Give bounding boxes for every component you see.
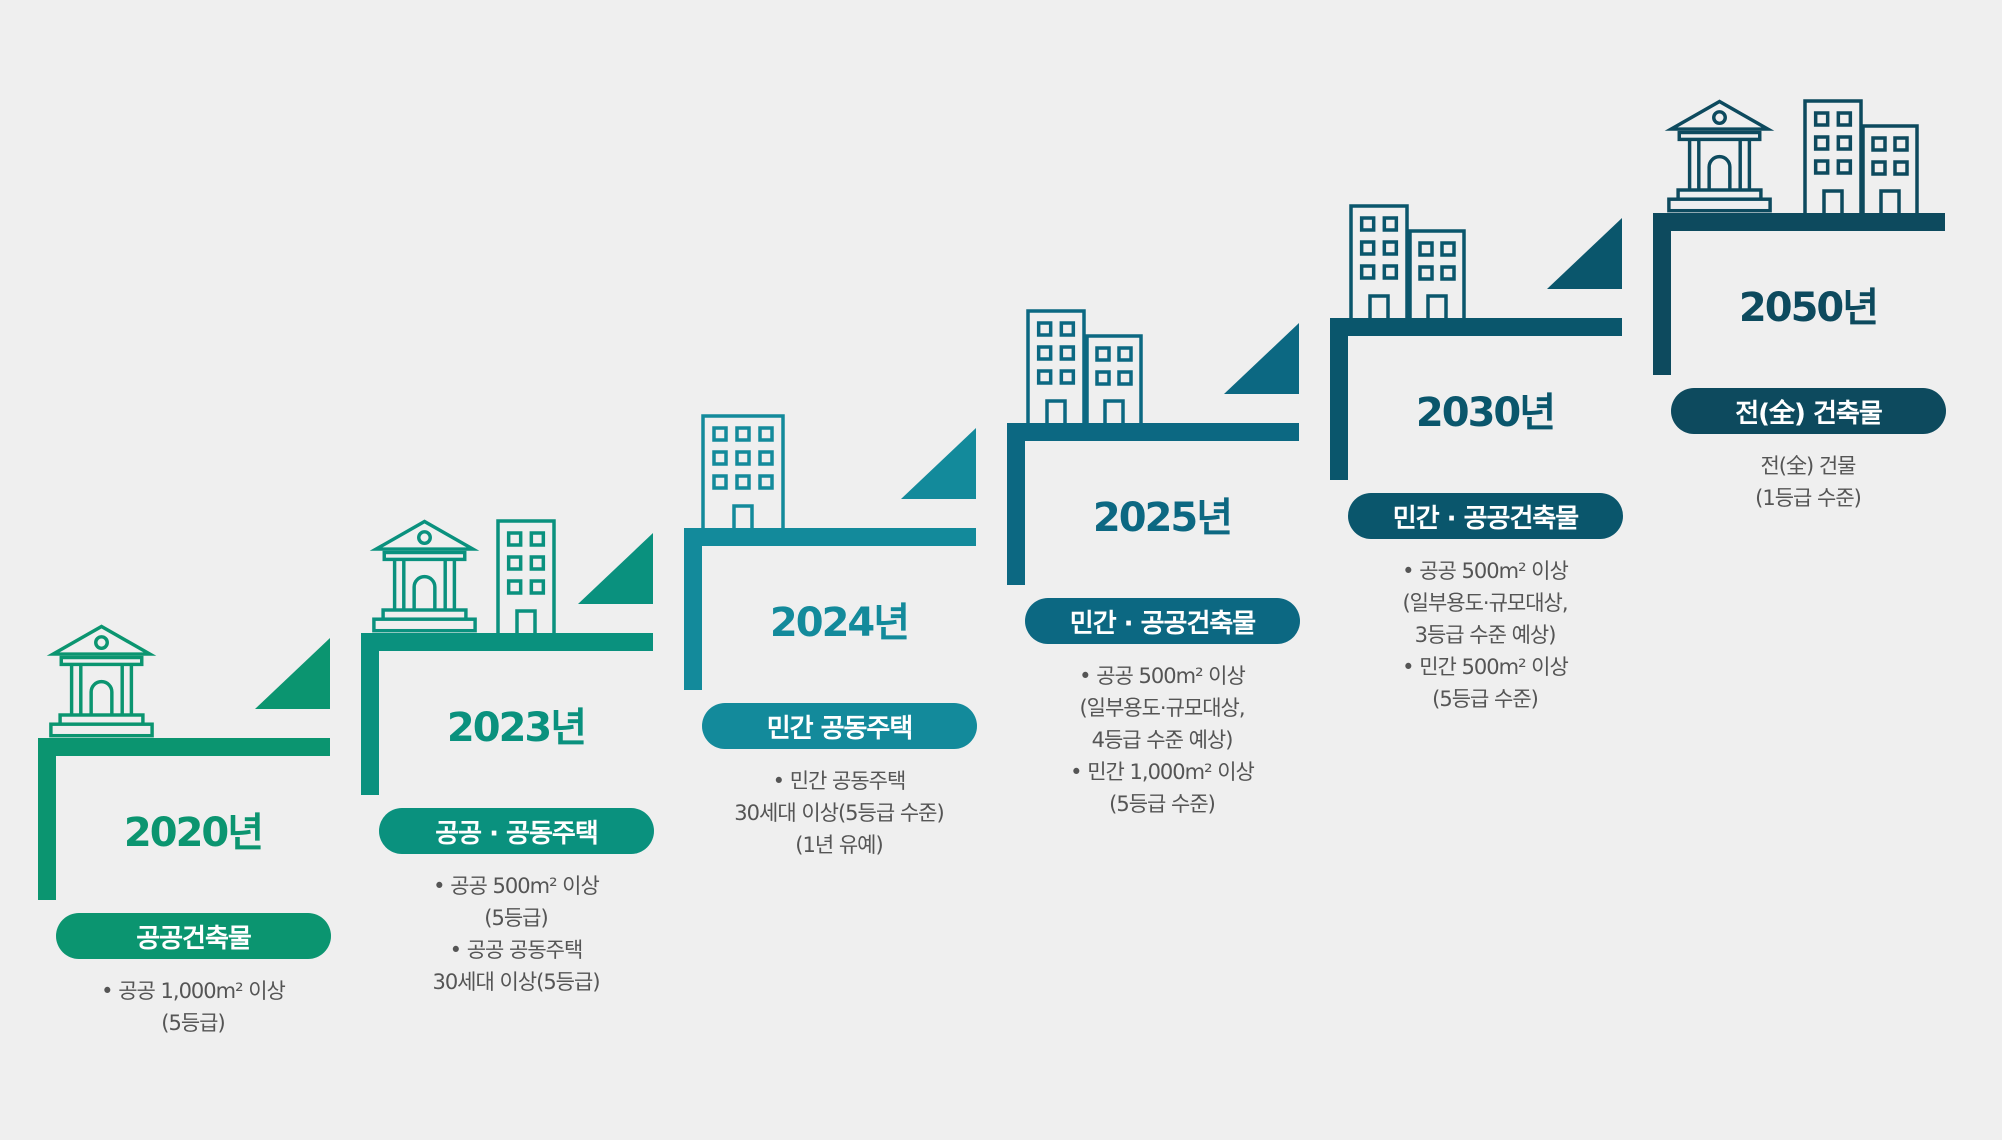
- stair-riser: [1007, 423, 1025, 585]
- requirement-description: • 공공 500m² 이상 (일부용도·규모대상, 4등급 수준 예상) • 민간 1…: [997, 660, 1327, 820]
- stair-riser: [1653, 213, 1671, 375]
- requirement-description: • 공공 500m² 이상 (일부용도·규모대상, 3등급 수준 예상) • 민간 5…: [1320, 555, 1650, 715]
- apartment-building-icon: [701, 414, 785, 532]
- description-line: (일부용도·규모대상,: [1402, 591, 1568, 615]
- description-line: (1등급 수준): [1755, 486, 1862, 510]
- arrow-triangle-icon: [255, 638, 330, 709]
- stair-tread: [1007, 423, 1299, 441]
- category-badge: 민간 · 공공건축물: [1348, 493, 1623, 539]
- description-line: (5등급 수준): [1432, 687, 1539, 711]
- stair-riser: [1330, 318, 1348, 480]
- description-line: • 민간 500m² 이상: [1402, 655, 1569, 679]
- apartment-building-icon: [1085, 334, 1143, 427]
- stair-tread: [1330, 318, 1622, 336]
- public-building-icon: [367, 518, 482, 637]
- description-line: • 공공 500m² 이상: [1079, 664, 1246, 688]
- stair-tread: [38, 738, 330, 756]
- year-label: 2030년: [1415, 390, 1556, 436]
- description-line: 30세대 이상(5등급): [432, 970, 600, 994]
- apartment-building-icon: [1026, 309, 1086, 427]
- description-line: (5등급 수준): [1109, 792, 1216, 816]
- year-label: 2024년: [769, 600, 910, 646]
- arrow-triangle-icon: [1224, 323, 1299, 394]
- public-building-icon: [44, 623, 159, 742]
- category-badge: 공공 · 공동주택: [379, 808, 654, 854]
- arrow-triangle-icon: [1547, 218, 1622, 289]
- year-label: 2025년: [1092, 495, 1233, 541]
- description-line: 30세대 이상(5등급 수준): [734, 801, 944, 825]
- stair-riser: [361, 633, 379, 795]
- description-line: (1년 유예): [795, 833, 883, 857]
- description-line: (5등급): [484, 906, 548, 930]
- requirement-description: • 민간 공동주택 30세대 이상(5등급 수준) (1년 유예): [674, 765, 1004, 861]
- stair-tread: [684, 528, 976, 546]
- description-line: • 공공 500m² 이상: [1402, 559, 1569, 583]
- description-line: • 민간 공동주택: [772, 769, 907, 793]
- arrow-triangle-icon: [578, 533, 653, 604]
- stair-riser: [38, 738, 56, 900]
- category-badge: 민간 공동주택: [702, 703, 977, 749]
- apartment-building-icon: [1408, 229, 1466, 322]
- category-badge: 공공건축물: [56, 913, 331, 959]
- description-line: • 공공 공동주택: [449, 938, 584, 962]
- apartment-building-icon: [496, 519, 556, 637]
- category-badge: 민간 · 공공건축물: [1025, 598, 1300, 644]
- description-line: (5등급): [161, 1011, 225, 1035]
- stair-tread: [361, 633, 653, 651]
- description-line: • 공공 500m² 이상: [433, 874, 600, 898]
- stair-tread: [1653, 213, 1945, 231]
- requirement-description: • 공공 500m² 이상 (5등급) • 공공 공동주택 30세대 이상(5등급): [351, 870, 681, 998]
- public-building-icon: [1662, 98, 1777, 217]
- apartment-building-icon: [1803, 99, 1863, 217]
- requirement-description: • 공공 1,000m² 이상 (5등급): [28, 975, 358, 1039]
- description-line: (일부용도·규모대상,: [1079, 696, 1245, 720]
- description-line: 4등급 수준 예상): [1091, 728, 1234, 752]
- year-label: 2020년: [123, 810, 264, 856]
- description-line: • 민간 1,000m² 이상: [1070, 760, 1255, 784]
- description-line: 전(全) 건물: [1760, 454, 1856, 478]
- stair-riser: [684, 528, 702, 690]
- apartment-building-icon: [1861, 124, 1919, 217]
- apartment-building-icon: [1349, 204, 1409, 322]
- arrow-triangle-icon: [901, 428, 976, 499]
- year-label: 2023년: [446, 705, 587, 751]
- year-label: 2050년: [1738, 285, 1879, 331]
- description-line: 3등급 수준 예상): [1414, 623, 1557, 647]
- requirement-description: 전(全) 건물 (1등급 수준): [1643, 450, 1973, 514]
- description-line: • 공공 1,000m² 이상: [101, 979, 286, 1003]
- category-badge: 전(全) 건축물: [1671, 388, 1946, 434]
